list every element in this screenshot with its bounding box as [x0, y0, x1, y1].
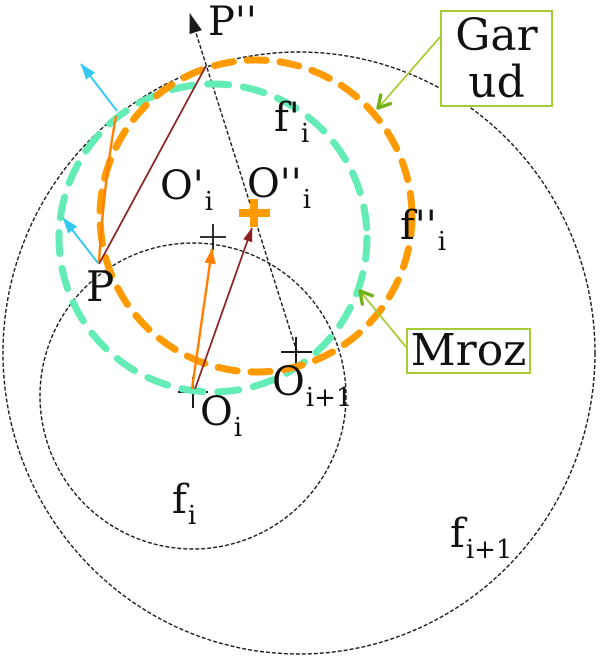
- normal-arrow-at-p: [62, 217, 99, 264]
- normal-arrow-at-tangent-point: [80, 63, 118, 112]
- inner-yield-surface-circle-f-i: [39, 242, 347, 550]
- label-o-double-prime-i-sub: i: [302, 185, 312, 215]
- label-f-double-prime-i-sub: i: [437, 227, 447, 257]
- label-o-i1: Oi+1: [272, 359, 352, 411]
- garud-callout-arrow: [376, 35, 442, 110]
- label-f-i: fi: [172, 477, 196, 529]
- mroz-translation-line: [97, 115, 118, 263]
- garud-surface-circle-f-dprime-i: [96, 56, 416, 376]
- label-f-i1-main: f: [450, 511, 465, 557]
- label-o-i-sub: i: [233, 413, 243, 443]
- label-f-prime-i-main: f': [274, 95, 300, 141]
- stress-path-line-p-to-p-dprime: [98, 65, 207, 265]
- label-o-double-prime-i-main: O'': [247, 161, 302, 207]
- label-f-double-prime-i: f''i: [400, 203, 446, 255]
- label-o-prime-i-main: O': [160, 163, 204, 209]
- label-f-i-main: f: [172, 477, 187, 523]
- label-p-double-prime: P'': [208, 2, 257, 42]
- center-shift-arrow-o-i-to-o-dprime: [194, 227, 253, 390]
- mroz-callout-box: Mroz: [406, 328, 531, 374]
- label-f-i1-sub: i+1: [465, 535, 513, 565]
- outer-yield-surface-circle-f-i1: [2, 51, 596, 655]
- label-p-main: P: [86, 262, 115, 311]
- center-shift-arrow-o-i-to-o-prime: [190, 248, 216, 390]
- label-o-i1-sub: i+1: [305, 383, 353, 413]
- center-mark-o-i1: [281, 337, 312, 368]
- label-o-i-main: O: [200, 389, 233, 435]
- label-o-double-prime-i: O''i: [247, 161, 311, 213]
- label-p: P: [86, 266, 114, 308]
- mroz-surface-circle-f-prime-i: [55, 80, 371, 396]
- label-f-i1: fi+1: [450, 511, 512, 563]
- label-f-prime-i: f'i: [274, 95, 309, 147]
- label-o-i: Oi: [200, 389, 242, 441]
- label-o-prime-i: O'i: [160, 163, 213, 215]
- label-f-double-prime-i-main: f'': [400, 203, 437, 249]
- label-o-i1-main: O: [272, 359, 305, 405]
- mroz-callout-text: Mroz: [410, 325, 527, 376]
- mroz-callout-arrow: [358, 289, 407, 348]
- garud-direction-line: [189, 13, 298, 353]
- label-f-i-sub: i: [187, 501, 197, 531]
- label-f-prime-i-sub: i: [300, 119, 310, 149]
- label-o-prime-i-sub: i: [204, 187, 214, 217]
- center-mark-o-prime-i: [200, 224, 226, 250]
- garud-callout-text: Garud: [455, 10, 538, 108]
- center-mark-o-dprime-i: [239, 199, 270, 227]
- garud-callout-box: Garud: [440, 10, 553, 107]
- label-p-double-prime-main: P'': [208, 0, 257, 45]
